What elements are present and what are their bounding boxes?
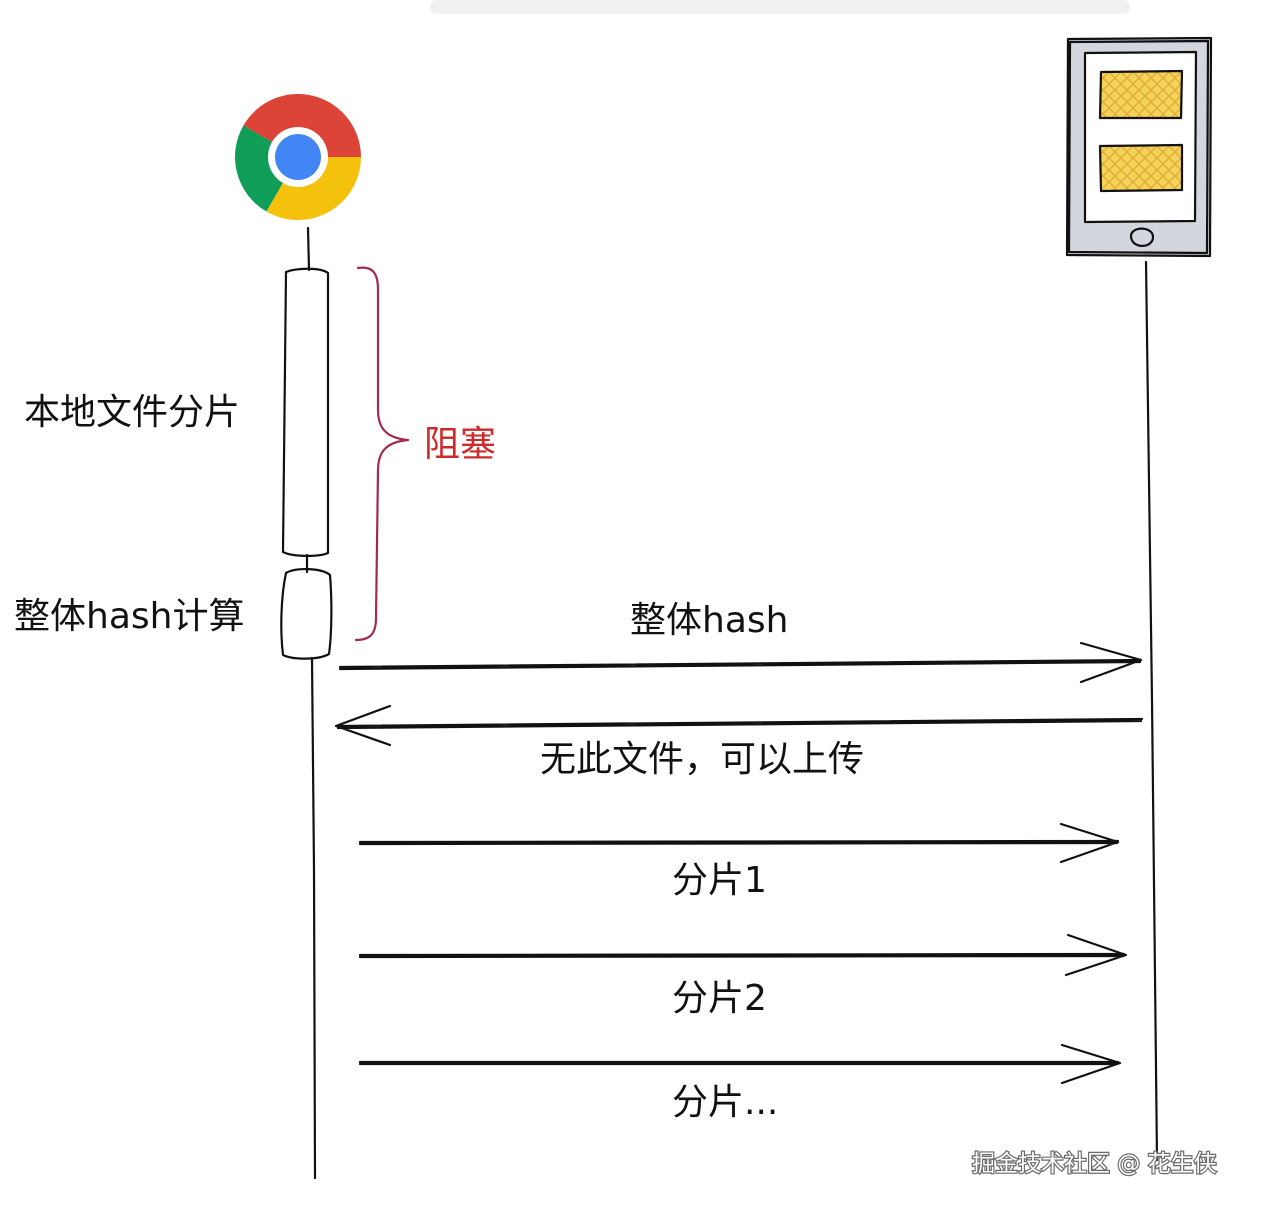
content-panel-1 — [1101, 72, 1181, 118]
watermark: 掘金技术社区 @ 花生侠 — [972, 1151, 1217, 1177]
content-panel-2-outline — [1098, 143, 1184, 193]
chrome-green-segment — [234, 125, 298, 212]
message-label-chunk-n: 分片... — [672, 1082, 778, 1123]
content-panel-1-hatch — [1100, 71, 1182, 119]
message-arrow-chunk-1 — [358, 822, 1120, 864]
client-lifeline-top — [306, 226, 311, 272]
client-lifeline — [310, 656, 317, 1180]
hash-calc-label: 整体hash计算 — [14, 596, 244, 637]
tablet-body-outline — [1065, 36, 1213, 258]
message-label-chunk-1: 分片1 — [672, 860, 767, 901]
tablet-screen-outline — [1083, 50, 1198, 224]
message-label-no-file: 无此文件，可以上传 — [540, 739, 864, 780]
blocking-label: 阻塞 — [424, 424, 496, 465]
blocking-brace — [354, 266, 410, 642]
hash-activation-bar — [280, 568, 333, 660]
split-label: 本地文件分片 — [24, 392, 240, 433]
home-button — [1129, 227, 1155, 247]
server-lifeline — [1144, 260, 1159, 1162]
top-shadow — [430, 0, 1130, 14]
content-panel-2-hatch — [1100, 145, 1182, 191]
message-label-whole-hash: 整体hash — [630, 600, 788, 641]
chrome-logo-icon — [234, 93, 361, 221]
content-panel-2 — [1101, 146, 1181, 190]
message-arrow-whole-hash — [338, 641, 1143, 684]
message-arrow-chunk-2 — [358, 933, 1128, 977]
tablet-device-icon — [1065, 36, 1213, 258]
split-activation-bar — [281, 267, 330, 557]
message-label-chunk-2: 分片2 — [672, 978, 767, 1019]
message-arrow-chunk-n — [358, 1043, 1122, 1085]
content-panel-1-outline — [1098, 69, 1184, 120]
chrome-center — [275, 134, 321, 180]
message-arrow-no-file — [334, 704, 1144, 747]
